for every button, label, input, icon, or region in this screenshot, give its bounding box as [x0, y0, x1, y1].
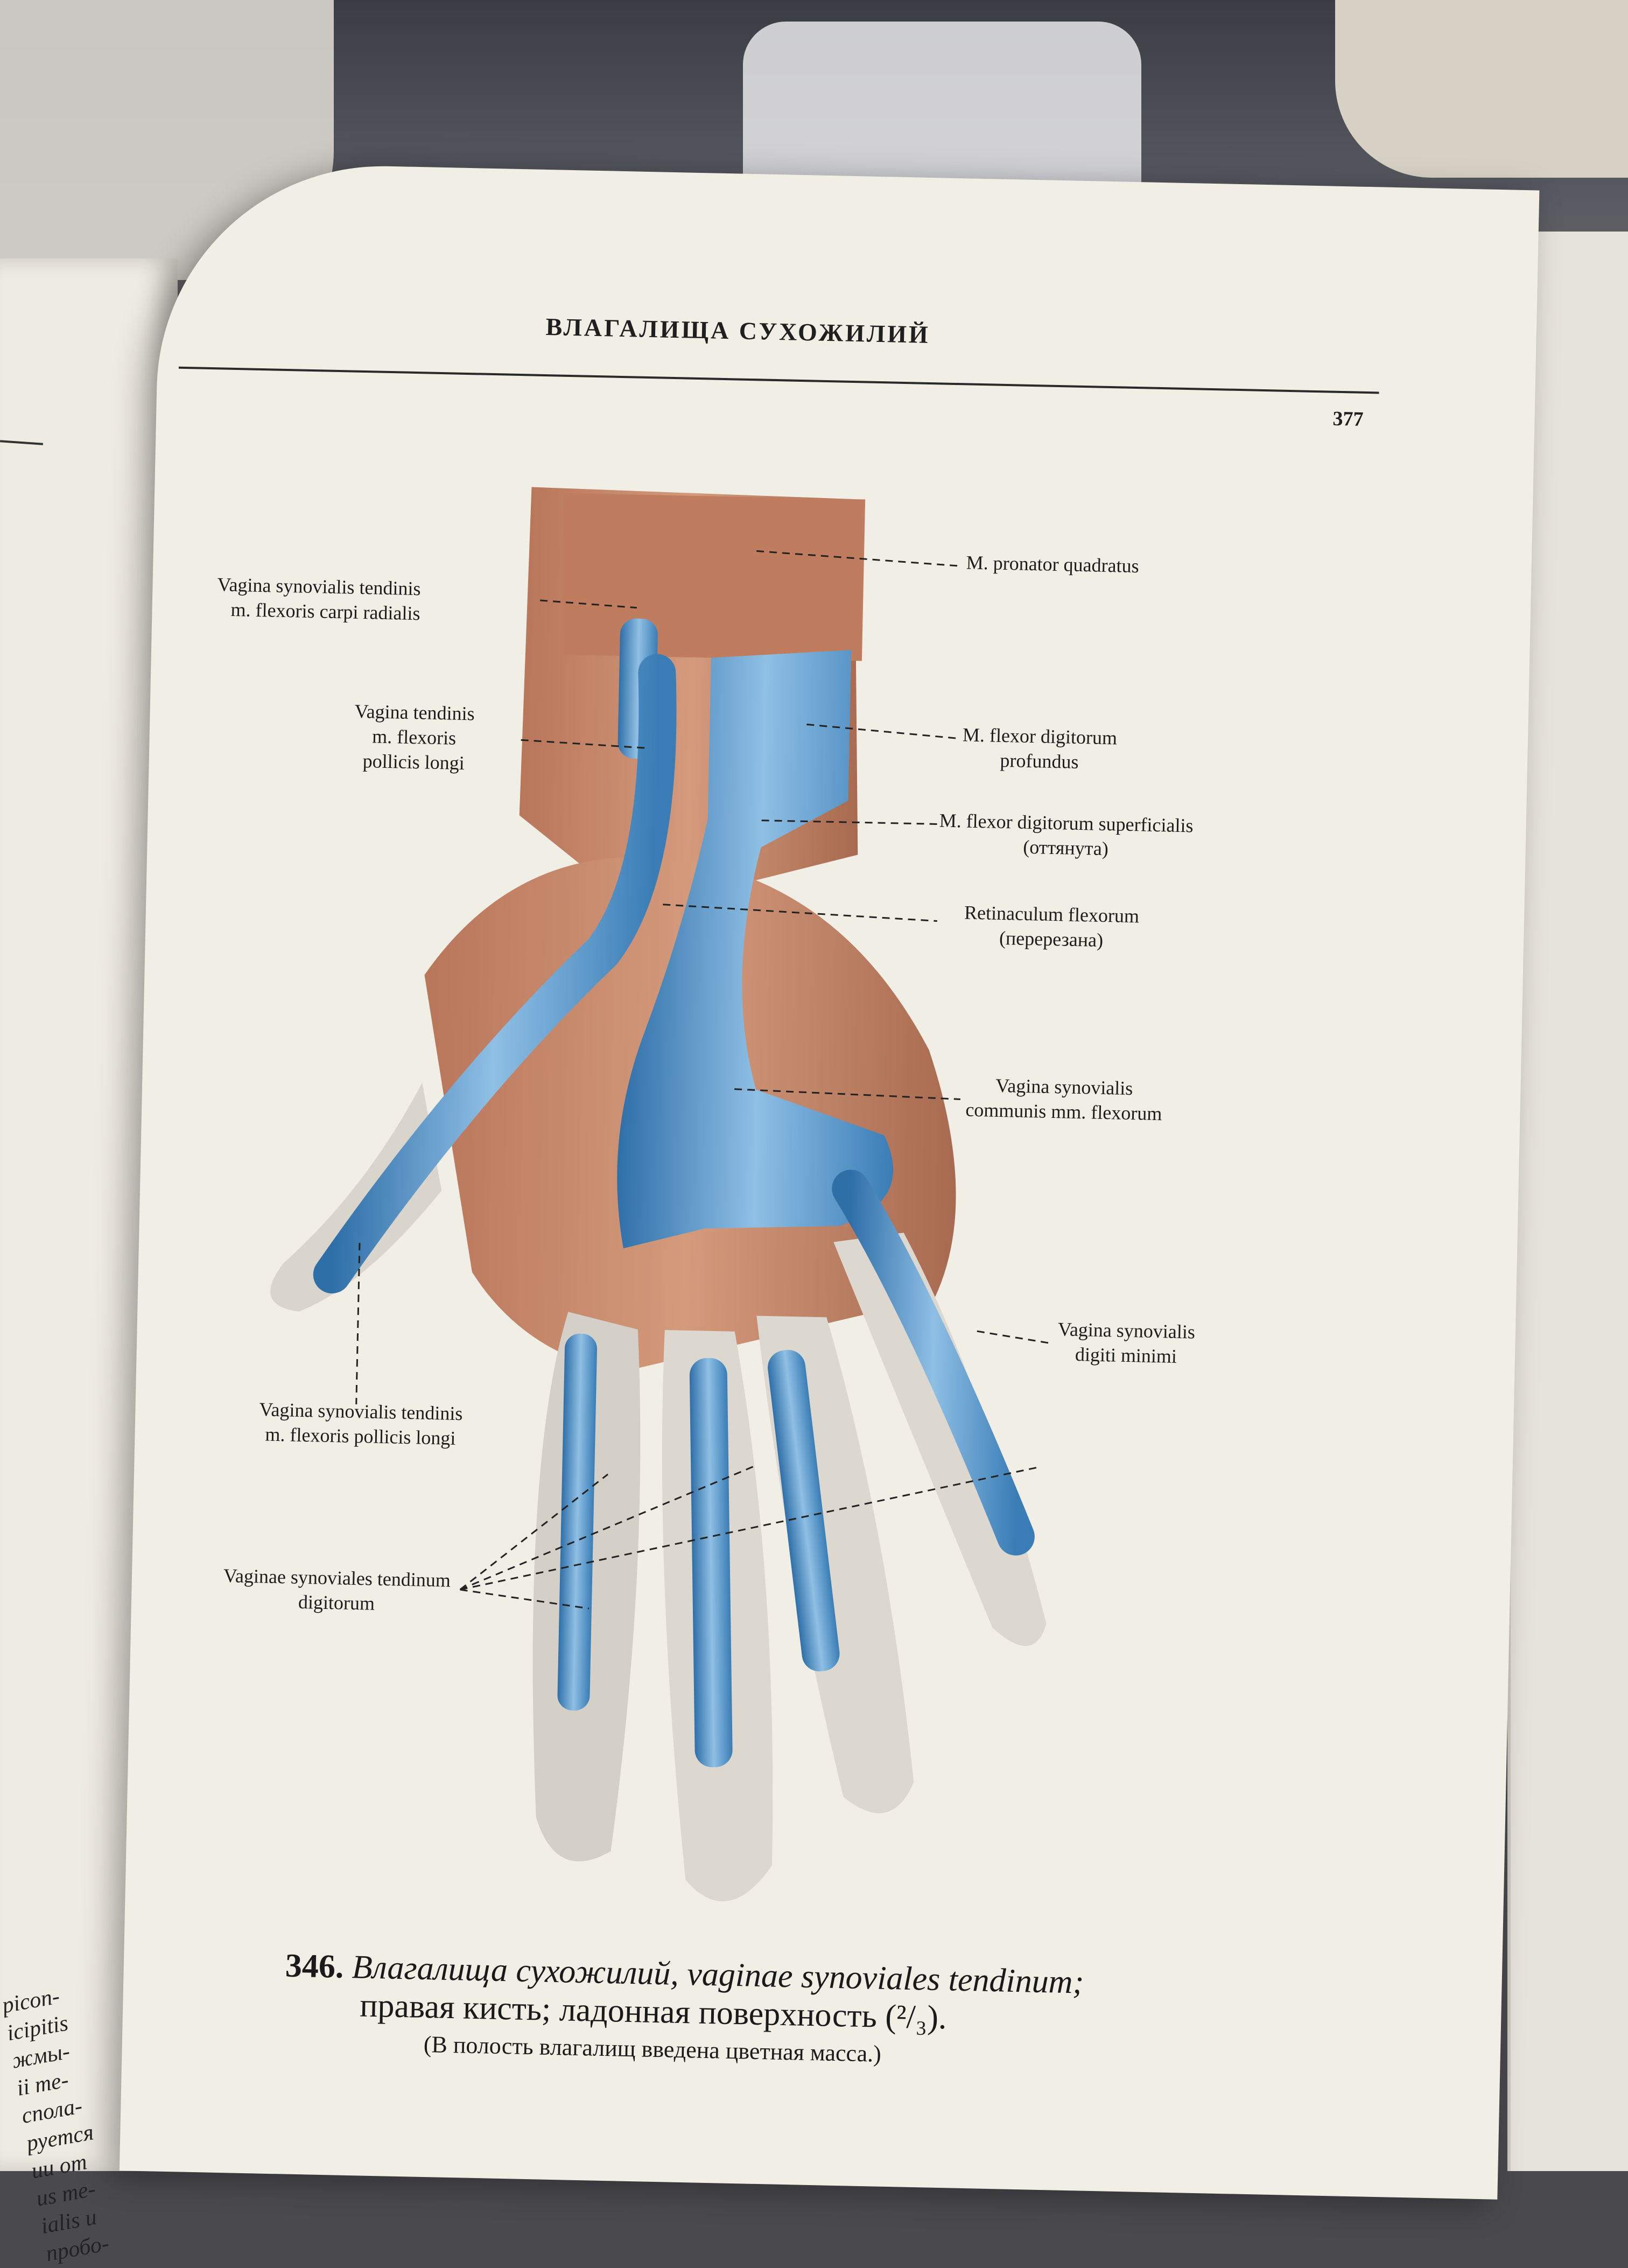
sheath-pollicis-longi	[313, 654, 677, 1294]
label-fds: M. flexor digitorum superficialis(оттяну…	[939, 809, 1194, 860]
left-page-text: picon- icipitis жмы- ii те- спола- руетс…	[0, 1978, 128, 2268]
figure-caption: 346. Влагалища сухожилий, vaginae synovi…	[283, 1947, 1308, 2077]
sheath-index	[557, 1333, 597, 1711]
background-fan	[1335, 0, 1628, 178]
pronator-muscle	[560, 493, 866, 661]
book-page: ВЛАГАЛИЩА СУХОЖИЛИЙ 377	[119, 162, 1540, 2200]
hand-illustration	[270, 487, 1052, 1902]
label-pronator: M. pronator quadratus	[966, 551, 1140, 577]
sheath-communis	[617, 650, 893, 1249]
sheath-digiti-minimi	[832, 1170, 1035, 1556]
sheath-ring	[768, 1350, 840, 1671]
thumb	[270, 1082, 442, 1312]
finger-little	[833, 1233, 1047, 1646]
sheath-middle	[689, 1357, 733, 1767]
left-page-rule	[0, 440, 44, 445]
leader-lines	[355, 550, 1052, 1609]
caption-number: 346.	[285, 1947, 345, 1985]
label-retinaculum: Retinaculum flexorum(перерезана)	[964, 901, 1140, 951]
